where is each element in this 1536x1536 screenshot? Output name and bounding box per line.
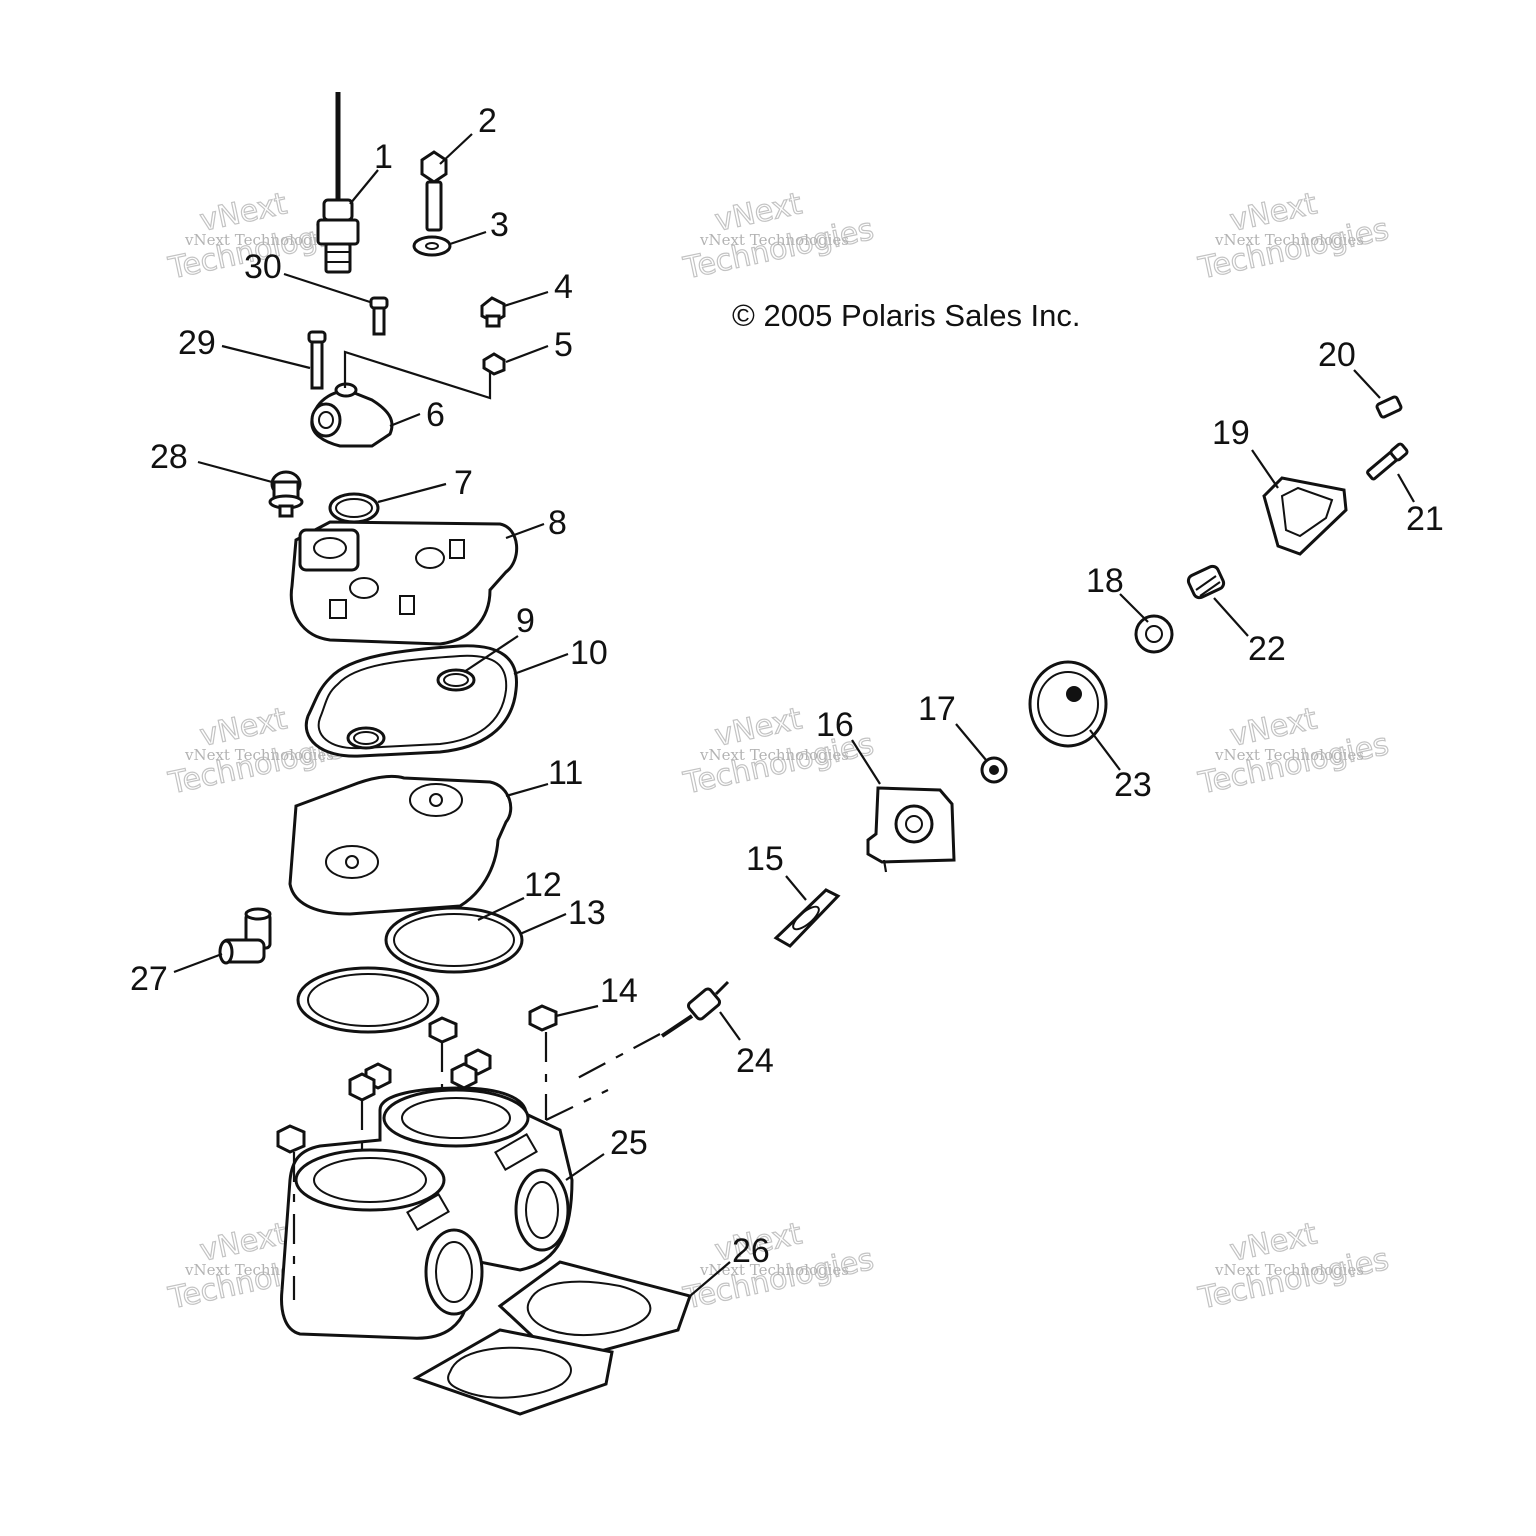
callout-13: 13 bbox=[568, 894, 606, 932]
callout-22: 22 bbox=[1248, 630, 1286, 668]
callout-21: 21 bbox=[1406, 500, 1444, 538]
part-30-screw bbox=[369, 296, 389, 336]
part-18-seal bbox=[1134, 614, 1174, 654]
watermark-text: vNext Technologies bbox=[699, 746, 849, 764]
part-19-pump-cover bbox=[1262, 476, 1348, 556]
callout-29: 29 bbox=[178, 324, 216, 362]
part-6-thermostat-housing bbox=[310, 350, 492, 448]
part-27-elbow-fitting bbox=[218, 907, 272, 965]
watermark-text: vNext Technologies bbox=[184, 231, 334, 249]
part-11-cylinder-head bbox=[288, 774, 513, 916]
part-28-thermostat bbox=[268, 470, 304, 518]
part-3-washer bbox=[412, 235, 452, 257]
callout-17: 17 bbox=[918, 690, 956, 728]
callout-8: 8 bbox=[548, 504, 567, 542]
watermark-mid-middle: vNext vNext Technologies Technologies bbox=[679, 701, 877, 802]
callout-14: 14 bbox=[600, 972, 638, 1010]
callout-2: 2 bbox=[478, 102, 497, 140]
part-5-nut bbox=[482, 352, 506, 376]
callout-3: 3 bbox=[490, 206, 509, 244]
callout-16: 16 bbox=[816, 706, 854, 744]
watermark-text: vNext Technologies bbox=[1214, 1261, 1364, 1279]
copyright-notice: © 2005 Polaris Sales Inc. bbox=[732, 298, 1081, 333]
callout-23: 23 bbox=[1114, 766, 1152, 804]
callout-11: 11 bbox=[548, 754, 583, 792]
callout-numbers: 1 2 3 4 5 6 7 8 9 10 11 12 13 14 15 16 1… bbox=[130, 102, 1444, 1270]
callout-25: 25 bbox=[610, 1124, 648, 1162]
part-17-seal bbox=[980, 756, 1008, 784]
callout-18: 18 bbox=[1086, 562, 1124, 600]
watermark-text: vNext Technologies bbox=[184, 746, 334, 764]
callout-26: 26 bbox=[732, 1232, 770, 1270]
callout-7: 7 bbox=[454, 464, 473, 502]
callout-5: 5 bbox=[554, 326, 573, 364]
part-1-temp-sensor bbox=[316, 92, 360, 274]
callout-1: 1 bbox=[374, 138, 393, 176]
watermark-text: vNext Technologies bbox=[699, 1261, 849, 1279]
watermark-mid-right: vNext vNext Technologies Technologies bbox=[1194, 701, 1392, 802]
leader-lines bbox=[173, 133, 1415, 1300]
watermark-bottom-middle: vNext vNext Technologies Technologies bbox=[679, 1216, 877, 1317]
callout-27: 27 bbox=[130, 960, 168, 998]
part-2-bolt bbox=[420, 150, 448, 232]
watermark-top-right: vNext vNext Technologies Technologies bbox=[1194, 186, 1392, 287]
part-7-o-ring bbox=[328, 492, 380, 524]
callout-28: 28 bbox=[150, 438, 188, 476]
part-16-pump-housing bbox=[866, 786, 956, 864]
part-9-o-ring bbox=[346, 668, 476, 750]
part-25-cylinder-block bbox=[280, 1086, 574, 1340]
watermark-bottom-right: vNext vNext Technologies Technologies bbox=[1194, 1216, 1392, 1317]
watermark-top-middle: vNext vNext Technologies Technologies bbox=[679, 186, 877, 287]
part-20-bolt bbox=[1375, 395, 1403, 419]
part-15-gasket bbox=[773, 888, 841, 948]
part-10-gasket bbox=[304, 644, 518, 758]
watermark-text: vNext Technologies bbox=[1214, 746, 1364, 764]
part-24-sensor bbox=[660, 980, 730, 1038]
callout-9: 9 bbox=[516, 602, 535, 640]
callout-20: 20 bbox=[1318, 336, 1356, 374]
parts bbox=[218, 92, 1409, 1416]
callout-30: 30 bbox=[244, 248, 282, 286]
part-23-impeller bbox=[1028, 660, 1108, 748]
part-12-13-head-gaskets bbox=[296, 906, 524, 1034]
part-21-screw bbox=[1366, 442, 1409, 481]
callout-19: 19 bbox=[1212, 414, 1250, 452]
watermark-text: vNext Technologies bbox=[1214, 231, 1364, 249]
part-26-base-gaskets bbox=[412, 1260, 692, 1416]
callout-4: 4 bbox=[554, 268, 573, 306]
callout-10: 10 bbox=[570, 634, 608, 672]
callout-6: 6 bbox=[426, 396, 445, 434]
watermark-text: vNext Technologies bbox=[699, 231, 849, 249]
part-8-head-cover bbox=[289, 520, 519, 646]
part-22-spring bbox=[1186, 564, 1226, 600]
part-14-nuts bbox=[276, 1004, 558, 1154]
callout-15: 15 bbox=[746, 840, 784, 878]
part-4-nut bbox=[480, 296, 506, 328]
callout-24: 24 bbox=[736, 1042, 774, 1080]
part-29-screw bbox=[307, 330, 327, 390]
callout-12: 12 bbox=[524, 866, 562, 904]
